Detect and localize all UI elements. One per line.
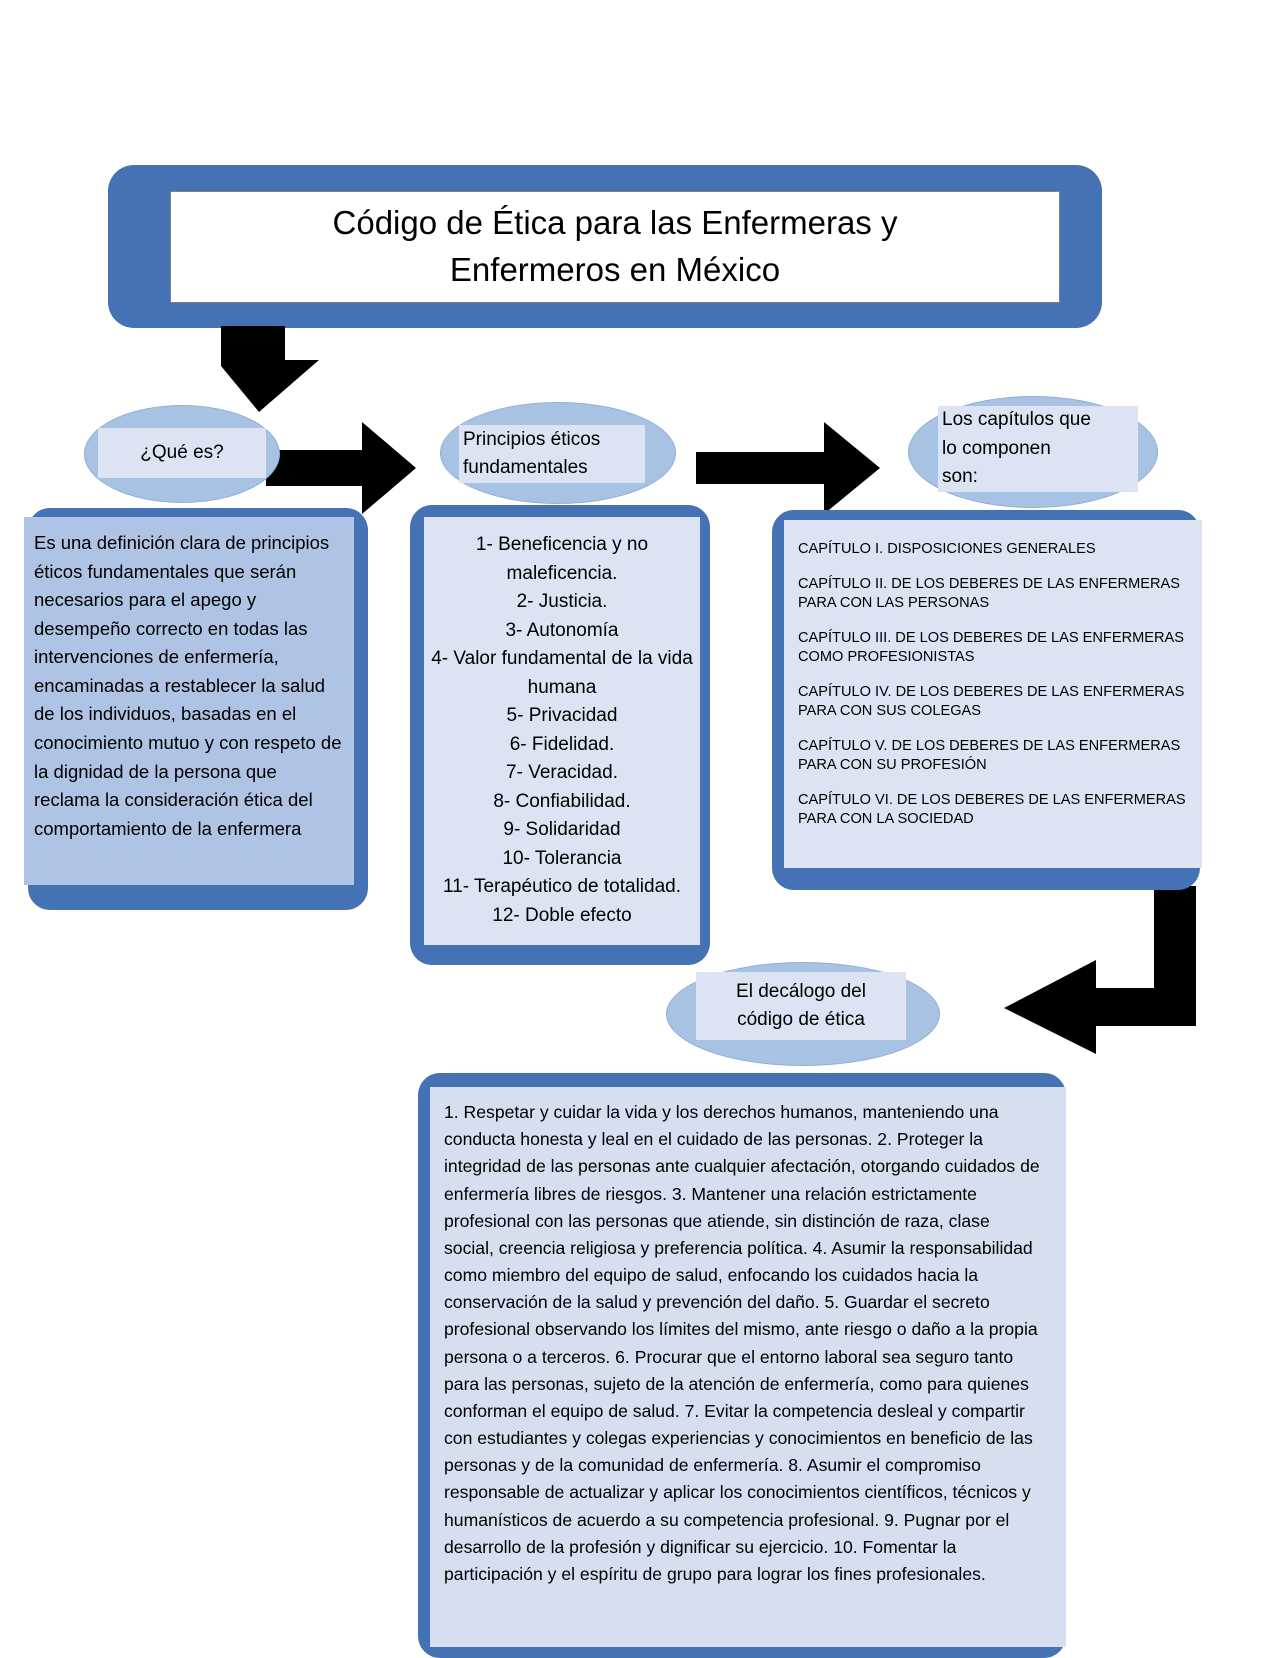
node-capitulos-heading-label: Los capítulos que lo componen son:: [938, 406, 1138, 492]
principio-item: 10- Tolerancia: [502, 847, 622, 869]
principio-item: 12- Doble efecto: [492, 904, 632, 926]
capitulo-item: CAPÍTULO II. DE LOS DEBERES DE LAS ENFER…: [798, 575, 1180, 611]
principio-item: 6- Fidelidad.: [509, 733, 615, 755]
principio-item: 5- Privacidad: [506, 705, 618, 726]
capitulo-item: CAPÍTULO IV. DE LOS DEBERES DE LAS ENFER…: [798, 683, 1185, 719]
node-decalogo-body: 1. Respetar y cuidar la vida y los derec…: [430, 1087, 1066, 1647]
capitulo-item: CAPÍTULO I. DISPOSICIONES GENERALES: [798, 541, 1096, 557]
node-decalogo-panel: 1. Respetar y cuidar la vida y los derec…: [418, 1073, 1066, 1658]
title-banner: Código de Ética para las Enfermeras y En…: [108, 165, 1102, 328]
node-que-es-heading-label: ¿Qué es?: [98, 428, 266, 478]
principio-item: 2- Justicia.: [516, 591, 608, 612]
title-box: Código de Ética para las Enfermeras y En…: [170, 191, 1060, 303]
node-que-es-heading: ¿Qué es?: [140, 441, 224, 463]
node-decalogo-heading: El decálogo del código de ética: [736, 980, 866, 1031]
principio-item: 7- Veracidad.: [506, 762, 618, 783]
arrow-title-to-que-es: [221, 326, 319, 412]
arrow-principios-to-capitulos: [696, 422, 880, 514]
page-title: Código de Ética para las Enfermeras y En…: [332, 204, 898, 288]
arrow-que-es-to-principios: [266, 422, 416, 514]
node-principios-list: 1- Beneficencia y no maleficencia. 2- Jus…: [424, 517, 700, 945]
node-principios-heading-label: Principios éticos fundamentales: [459, 425, 645, 483]
capitulo-item: CAPÍTULO III. DE LOS DEBERES DE LAS ENFE…: [798, 629, 1185, 665]
principio-item: 3- Autonomía: [505, 619, 619, 641]
node-que-es-body: Es una definición clara de principios ét…: [24, 517, 354, 885]
principio-item: 11- Terapéutico de totalidad.: [442, 876, 682, 897]
principio-item: 4- Valor fundamental de la vida humana: [431, 648, 693, 698]
node-capitulos-list: CAPÍTULO I. DISPOSICIONES GENERALES CAPÍT…: [784, 520, 1202, 868]
node-que-es-panel: Es una definición clara de principios ét…: [24, 508, 368, 910]
node-capitulos-heading: Los capítulos que lo componen son:: [942, 409, 1091, 488]
capitulo-item: CAPÍTULO VI. DE LOS DEBERES DE LAS ENFER…: [798, 791, 1186, 827]
node-principios-heading: Principios éticos fundamentales: [463, 428, 601, 479]
principio-item: 1- Beneficencia y no maleficencia.: [475, 534, 649, 584]
node-decalogo-heading-label: El decálogo del código de ética: [696, 972, 906, 1040]
node-principios-panel: 1- Beneficencia y no maleficencia. 2- Jus…: [410, 505, 710, 965]
arrow-capitulos-to-decalogo: [1004, 886, 1196, 1054]
node-capitulos-panel: CAPÍTULO I. DISPOSICIONES GENERALES CAPÍT…: [772, 510, 1202, 890]
principio-item: 8- Confiabilidad.: [493, 790, 631, 812]
capitulo-item: CAPÍTULO V. DE LOS DEBERES DE LAS ENFERM…: [798, 737, 1181, 773]
principio-item: 9- Solidaridad: [503, 819, 621, 840]
